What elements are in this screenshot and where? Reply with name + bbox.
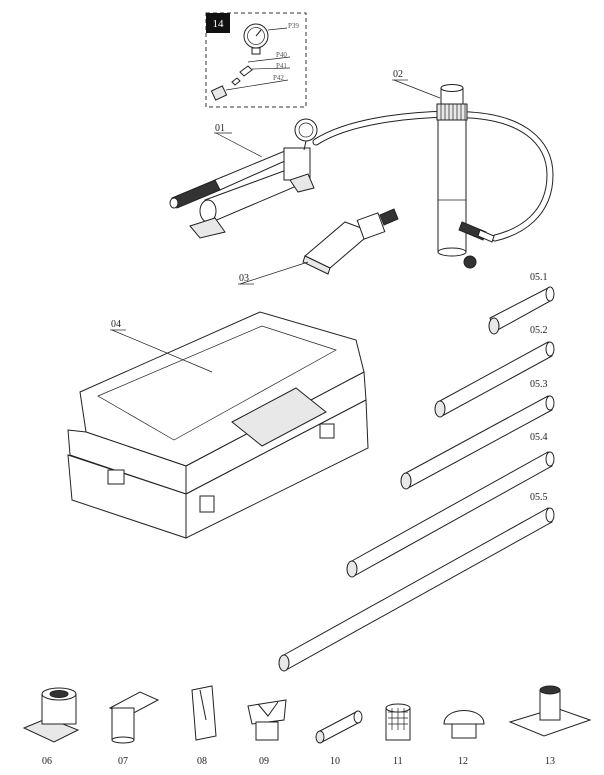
- label-11: 11: [393, 756, 403, 767]
- label-05-2: 05.2: [530, 325, 548, 336]
- accessory-10-icon: [315, 710, 363, 744]
- extension-tubes: 05.1 05.2 05.3 05.4 05.5: [278, 272, 555, 672]
- wedge-spreader: 03: [238, 208, 399, 285]
- fitting-p41-icon: [239, 65, 253, 77]
- callout-p42: P42: [273, 74, 284, 82]
- accessory-07-icon: [108, 691, 160, 744]
- callout-p41: P41: [276, 62, 287, 70]
- inset-box: 14 P39 P40 P41 P42: [205, 12, 307, 108]
- accessory-12-icon: [443, 710, 485, 739]
- label-05-5: 05.5: [530, 492, 548, 503]
- label-01: 01: [215, 123, 225, 134]
- label-06: 06: [42, 756, 52, 767]
- label-10: 10: [330, 756, 340, 767]
- accessory-row: 06 07 08 09 10 11 12 13: [22, 685, 592, 767]
- accessory-08-icon: [191, 685, 217, 741]
- label-12: 12: [458, 756, 468, 767]
- label-09: 09: [259, 756, 269, 767]
- accessory-11-icon: [385, 703, 411, 741]
- accessory-13-icon: [508, 685, 592, 737]
- fitting-p42-icon: [210, 85, 228, 101]
- label-04: 04: [111, 319, 121, 330]
- label-03: 03: [239, 273, 249, 284]
- callout-p39: P39: [288, 22, 299, 30]
- hydraulic-cylinder: 02: [392, 69, 495, 269]
- label-05-3: 05.3: [530, 379, 548, 390]
- accessory-09-icon: [247, 699, 287, 741]
- accessory-06-icon: [22, 687, 80, 743]
- label-08: 08: [197, 756, 207, 767]
- label-02: 02: [393, 69, 403, 80]
- label-07: 07: [118, 756, 128, 767]
- label-05-1: 05.1: [530, 272, 548, 283]
- label-13: 13: [545, 756, 555, 767]
- label-05-4: 05.4: [530, 432, 548, 443]
- carry-case: 04: [67, 311, 369, 539]
- hydraulic-hose: [312, 110, 554, 242]
- inset-badge-label: 14: [213, 18, 225, 30]
- hand-pump: 01: [169, 118, 318, 239]
- callout-p40: P40: [276, 51, 287, 59]
